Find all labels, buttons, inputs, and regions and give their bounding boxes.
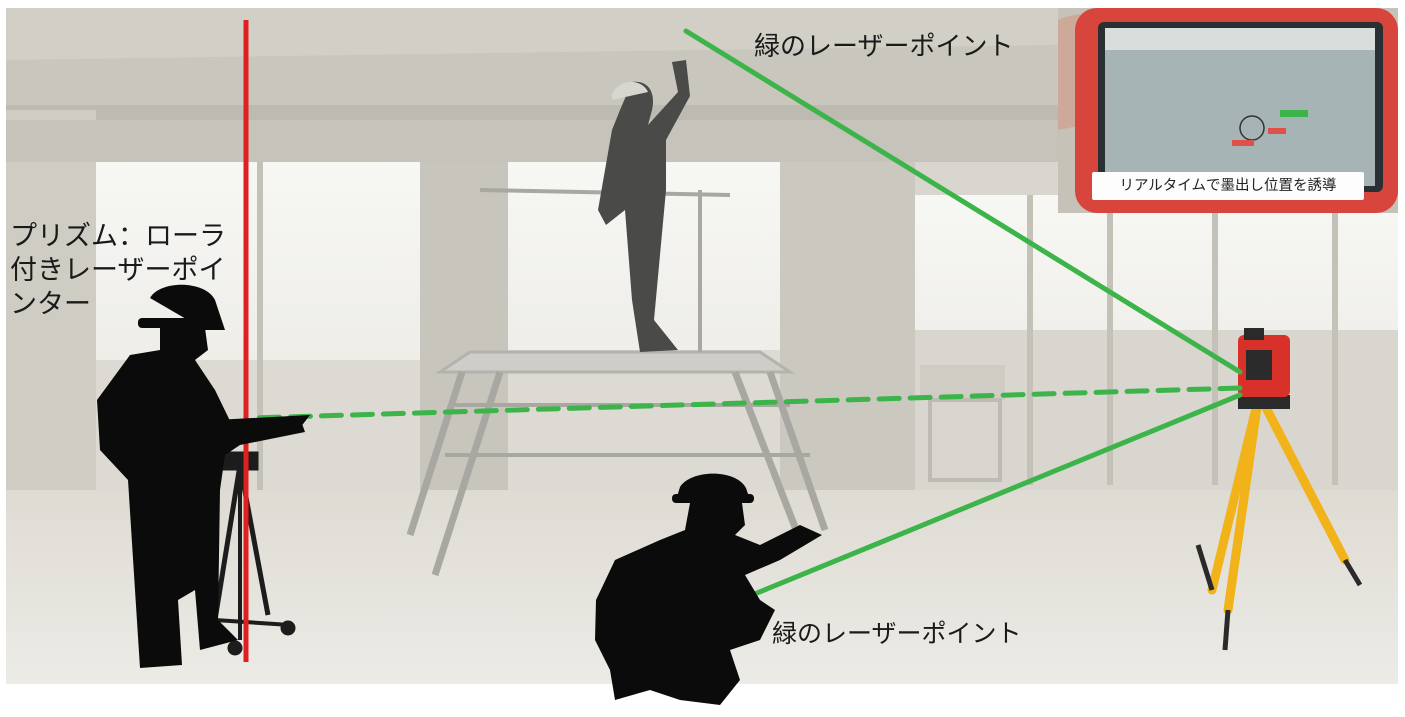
green-laser-point-label-bottom: 緑のレーザーポイント [772, 614, 1022, 650]
prism-label-line-1: プリズム：ローラ [10, 220, 226, 254]
prism-label-line-2: 付きレーザーポイ [10, 254, 226, 288]
prism-label: プリズム：ローラ 付きレーザーポイ ンター [10, 220, 226, 322]
tablet-caption: リアルタイムで墨出し位置を誘導 [1092, 172, 1364, 200]
prism-label-line-3: ンター [10, 288, 226, 322]
green-laser-point-label-top: 緑のレーザーポイント [754, 26, 1013, 63]
